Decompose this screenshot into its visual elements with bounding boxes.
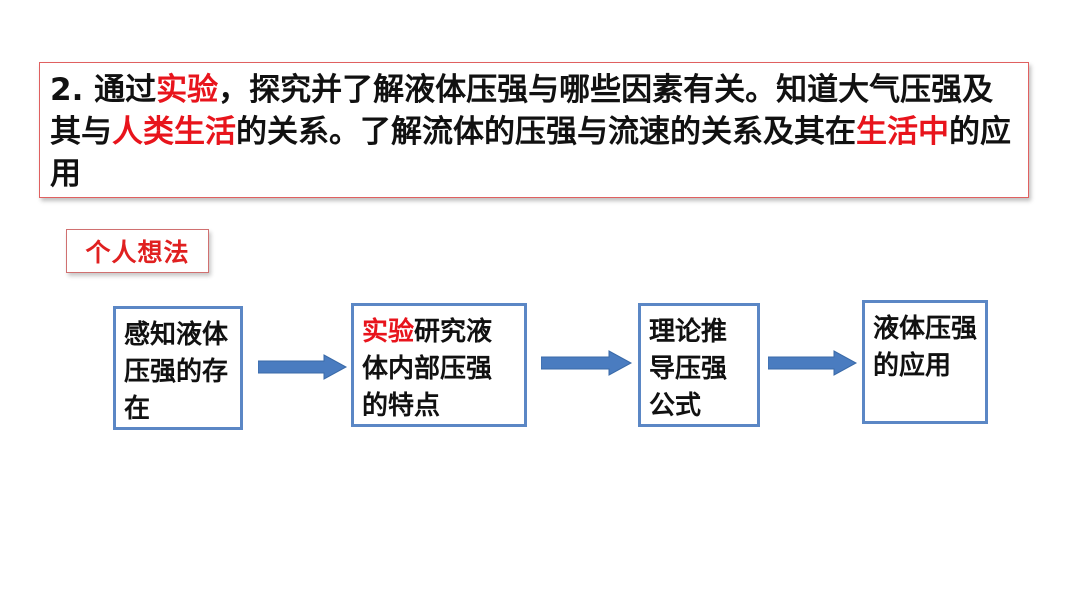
flow-step-1-text: 感知液体压强的存在 — [124, 320, 229, 424]
objective-highlight-human-life: 人类生活 — [112, 114, 236, 150]
personal-idea-label: 个人想法 — [85, 238, 190, 267]
flow-step-4-box: 液体压强的应用 — [862, 300, 988, 424]
flow-arrow-1 — [258, 354, 348, 380]
objective-highlight-experiment: 实验 — [156, 72, 219, 108]
personal-idea-tag: 个人想法 — [66, 229, 209, 273]
flow-step-4-text: 液体压强的应用 — [873, 314, 978, 381]
flow-arrow-3 — [768, 350, 858, 376]
flow-step-2-box: 实验研究液体内部压强的特点 — [351, 303, 527, 427]
flow-step-2-highlight: 实验 — [362, 317, 415, 347]
flow-step-3-box: 理论推导压强公式 — [638, 303, 760, 427]
objective-highlight-in-life: 生活中 — [856, 114, 949, 150]
flow-step-1-box: 感知液体压强的存在 — [113, 306, 243, 430]
objective-text-2: 的关系。了解流体的压强与流速的关系及其在 — [236, 114, 856, 150]
learning-objective-box: 2. 通过实验，探究并了解液体压强与哪些因素有关。知道大气压强及其与人类生活的关… — [39, 62, 1029, 198]
objective-text-1: ，探究并了解液体压强与哪些因素有关。知道大气压强及其与 — [50, 72, 994, 150]
flow-step-3-text: 理论推导压强公式 — [649, 317, 728, 421]
flow-arrow-2 — [541, 350, 633, 376]
objective-prefix: 2. 通过 — [50, 72, 157, 108]
objective-suffix: 的应用 — [50, 114, 1011, 192]
flow-step-2-text: 研究液体内部压强的特点 — [362, 317, 493, 421]
